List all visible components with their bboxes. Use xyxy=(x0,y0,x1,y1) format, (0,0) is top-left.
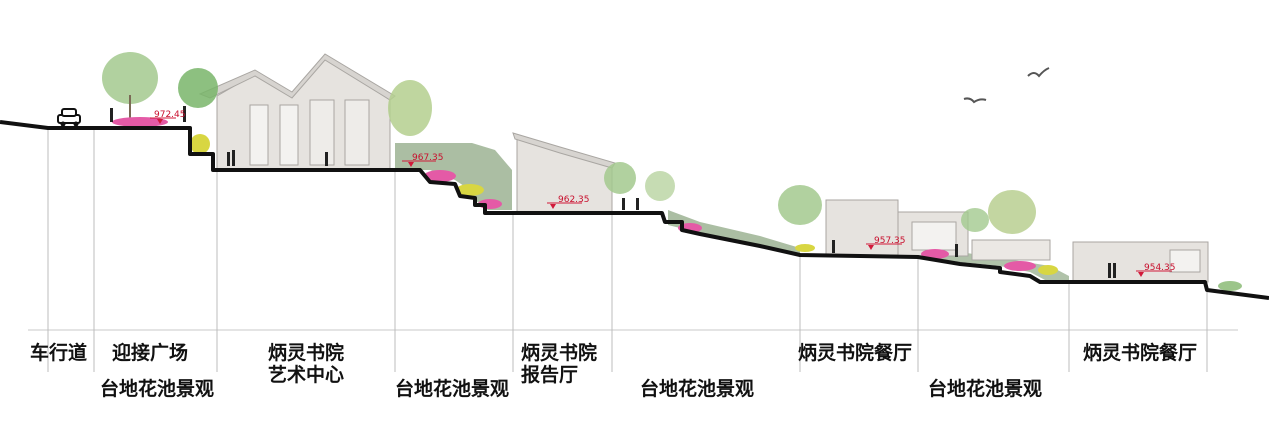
flower-bed xyxy=(456,184,484,196)
flower-bed xyxy=(795,244,815,252)
zone-label-terrace-garden-1: 台地花池景观 xyxy=(100,378,215,400)
person-icon xyxy=(325,152,328,166)
flower-bed xyxy=(112,117,168,127)
elevation-markers: 972.45 967.35 962.35 957.35 954.35 xyxy=(150,110,1176,277)
window xyxy=(279,104,299,166)
flower-bed xyxy=(424,170,456,182)
elevation-label: 972.45 xyxy=(154,110,186,120)
window xyxy=(1169,249,1201,273)
window xyxy=(309,99,335,166)
tree xyxy=(645,171,675,201)
zone-label-restaurant-1: 炳灵书院餐厅 xyxy=(798,342,913,364)
elevation-label: 962.35 xyxy=(558,195,590,205)
window xyxy=(911,221,957,251)
person-icon xyxy=(636,198,639,210)
person-icon xyxy=(955,244,958,257)
person-icon xyxy=(232,150,235,166)
buildings xyxy=(198,53,1209,283)
ground-profile xyxy=(0,120,1269,300)
zone-label-terrace-garden-2: 台地花池景观 xyxy=(395,378,510,400)
elevation-marker-962: 962.35 xyxy=(547,195,590,209)
bird-icon xyxy=(1027,67,1050,78)
flower-bed xyxy=(1004,261,1036,271)
tree xyxy=(604,162,636,194)
birds xyxy=(963,67,1050,104)
zone-label-terrace-garden-4: 台地花池景观 xyxy=(928,378,1043,400)
people-figures xyxy=(110,106,1116,278)
elevation-marker-967: 967.35 xyxy=(402,153,444,167)
elevation-marker-957: 957.35 xyxy=(866,236,906,250)
zone-label-restaurant-2: 炳灵书院餐厅 xyxy=(1083,342,1198,364)
bird-icon xyxy=(963,97,987,104)
elevation-marker-954: 954.35 xyxy=(1136,263,1176,277)
zone-label-terrace-garden-3: 台地花池景观 xyxy=(640,378,755,400)
window xyxy=(344,99,370,166)
tree xyxy=(778,185,822,225)
person-icon xyxy=(832,240,835,253)
car-icon xyxy=(57,108,81,127)
person-icon xyxy=(227,152,230,166)
trees xyxy=(102,52,1036,234)
flower-bed xyxy=(1218,281,1242,291)
elevation-label: 954.35 xyxy=(1144,263,1176,273)
tree xyxy=(178,68,218,108)
elevation-label: 967.35 xyxy=(412,153,444,163)
tree xyxy=(102,52,158,104)
elevation-label: 957.35 xyxy=(874,236,906,246)
zone-dividers xyxy=(47,128,1208,372)
person-icon xyxy=(622,198,625,210)
window xyxy=(249,104,269,166)
grass-slope xyxy=(668,210,800,255)
zone-label-art-center: 炳灵书院 艺术中心 xyxy=(268,342,345,386)
flower-beds xyxy=(112,117,1242,291)
person-icon xyxy=(183,106,186,122)
zone-label-road: 车行道 xyxy=(30,342,88,364)
person-icon xyxy=(110,108,113,122)
tree xyxy=(961,208,989,232)
flower-bed xyxy=(921,249,949,259)
person-icon xyxy=(1113,263,1116,278)
flower-bed xyxy=(1038,265,1058,275)
elevation-marker-972: 972.45 xyxy=(150,110,186,124)
building-restaurant xyxy=(825,199,899,256)
zone-label-welcome-plaza: 迎接广场 xyxy=(112,342,189,364)
flower-bed xyxy=(190,134,210,154)
person-icon xyxy=(1108,263,1111,278)
tree xyxy=(388,80,432,136)
zone-label-lecture-hall: 炳灵书院 报告厅 xyxy=(521,342,598,386)
tree xyxy=(988,190,1036,234)
building-low xyxy=(971,239,1051,261)
